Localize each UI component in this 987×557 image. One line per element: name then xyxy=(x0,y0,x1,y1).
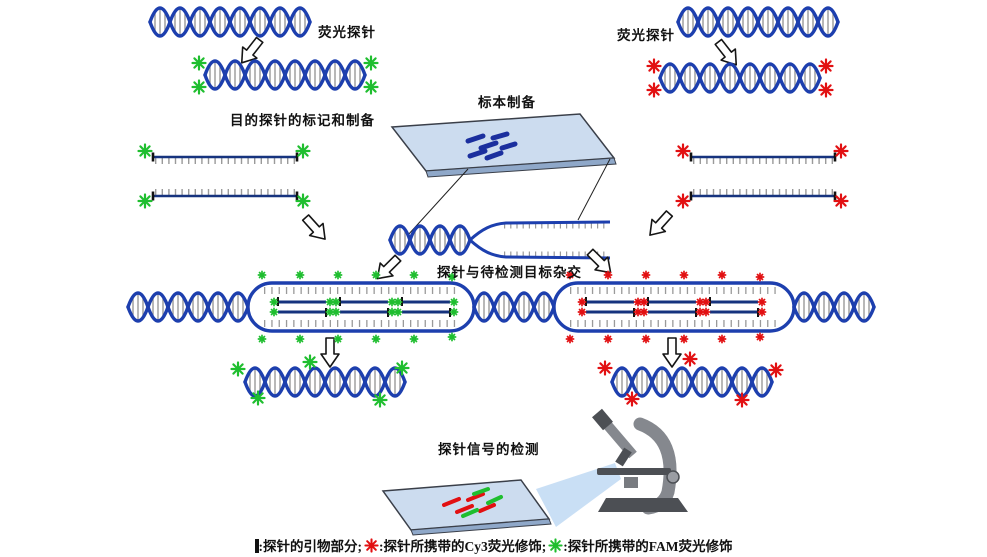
specimen-sample-marks xyxy=(465,131,518,161)
cy3-star-icon xyxy=(364,538,379,553)
magnify-line xyxy=(407,168,469,236)
microscope-icon xyxy=(536,408,688,527)
legend-item-fam: :探针所携带的FAM荧光修饰 xyxy=(548,535,732,555)
green-star-icon xyxy=(295,193,311,209)
primer-bar-icon xyxy=(254,539,259,553)
label-probe-labeling-prep: 目的探针的标记和制备 xyxy=(230,113,375,128)
green-star-icon xyxy=(372,392,388,408)
green-star-icon xyxy=(363,55,379,71)
legend-cy3-text: :探针所携带的Cy3荧光修饰; xyxy=(379,539,547,554)
red-star-icon xyxy=(646,58,662,74)
green-star-icon xyxy=(295,143,311,159)
label-specimen-prep: 标本制备 xyxy=(478,95,536,110)
dna-helix-top-left xyxy=(150,8,310,36)
legend-item-cy3: :探针所携带的Cy3荧光修饰; xyxy=(364,535,546,555)
specimen-slide xyxy=(390,113,617,236)
green-star-icon xyxy=(191,55,207,71)
dna-helix-middle xyxy=(474,293,554,321)
cy3-probe-strands xyxy=(675,143,849,209)
legend-fam-text: :探针所携带的FAM荧光修饰 xyxy=(563,539,733,554)
green-star-icon xyxy=(394,360,410,376)
red-star-icon xyxy=(768,362,784,378)
label-fluorescent-probe-left: 荧光探针 xyxy=(318,25,376,40)
green-star-icon xyxy=(191,79,207,95)
red-star-icon xyxy=(624,391,640,407)
label-signal-detection: 探针信号的检测 xyxy=(438,442,540,457)
green-star-icon xyxy=(137,193,153,209)
red-star-icon xyxy=(833,193,849,209)
red-star-icon xyxy=(675,193,691,209)
cy3-hybridized-product xyxy=(597,351,784,408)
label-hybridization: 探针与待检测目标杂交 xyxy=(437,265,582,280)
red-star-icon xyxy=(597,360,613,376)
light-beam xyxy=(536,463,621,527)
green-star-icon xyxy=(250,390,266,406)
fam-labeled-dna-helix xyxy=(191,55,379,95)
arrow-down-left-icon xyxy=(370,250,406,286)
hybridization-bubble-cy3 xyxy=(552,270,874,344)
red-star-icon xyxy=(646,82,662,98)
arrow-down-left-icon xyxy=(642,206,677,242)
green-star-icon xyxy=(302,354,318,370)
arrow-down-right-icon xyxy=(298,210,333,246)
dna-unwinding-fork xyxy=(390,220,611,260)
green-star-icon xyxy=(230,361,246,377)
dna-helix-top-right xyxy=(678,8,838,36)
red-star-icon xyxy=(818,58,834,74)
fam-hybridized-product xyxy=(230,354,410,408)
arrow-down-icon xyxy=(320,337,340,368)
legend-primer-text: :探针的引物部分; xyxy=(258,539,363,554)
cy3-labeled-dna-helix xyxy=(646,58,834,98)
arrow-down-icon xyxy=(662,337,682,368)
label-fluorescent-probe-right: 荧光探针 xyxy=(617,28,675,43)
arrow-down-right-icon xyxy=(582,244,618,280)
hybridization-bubble-fam xyxy=(128,270,476,344)
green-star-icon xyxy=(137,143,153,159)
fam-probe-strands xyxy=(137,143,311,209)
magnify-line xyxy=(577,158,611,221)
red-star-icon xyxy=(833,143,849,159)
legend: :探针的引物部分; :探针所携带的Cy3荧光修饰; :探针所携带的FAM荧光修饰 xyxy=(0,535,987,555)
green-star-icon xyxy=(363,79,379,95)
legend-item-primer: :探针的引物部分; xyxy=(254,535,363,555)
red-star-icon xyxy=(682,351,698,367)
red-star-icon xyxy=(675,143,691,159)
fam-star-icon xyxy=(548,538,563,553)
red-star-icon xyxy=(818,82,834,98)
red-star-icon xyxy=(734,392,750,408)
detection-signal-marks xyxy=(442,487,503,518)
detection-slide xyxy=(381,479,552,536)
